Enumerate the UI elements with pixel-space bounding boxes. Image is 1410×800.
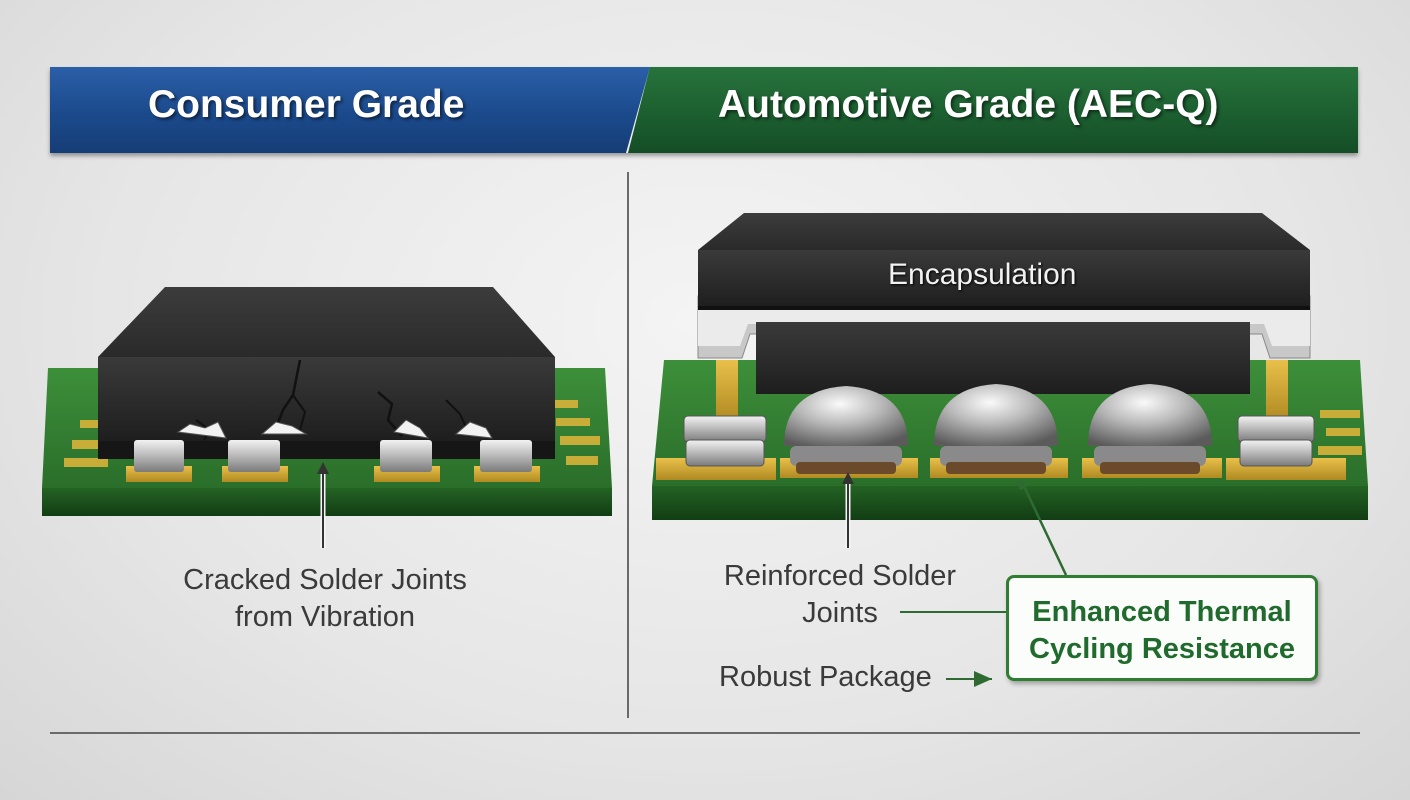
thermal-cycling-callout: Enhanced Thermal Cycling Resistance xyxy=(1006,575,1318,681)
bottom-divider xyxy=(50,732,1360,734)
solder-joints-label: Reinforced Solder Joints xyxy=(712,558,968,632)
automotive-grade-header: Automotive Grade (AEC-Q) xyxy=(628,67,1358,153)
robust-package-label: Robust Package xyxy=(719,661,932,693)
callout-line1: Enhanced Thermal xyxy=(1032,596,1292,628)
automotive-encapsulation xyxy=(697,213,1311,394)
consumer-caption-line2: from Vibration xyxy=(235,601,415,633)
consumer-grade-header: Consumer Grade xyxy=(50,67,650,153)
solder-joints-line1: Reinforced Solder xyxy=(723,560,957,592)
consumer-grade-title: Consumer Grade xyxy=(148,83,465,126)
thermal-callout-leader xyxy=(1020,481,1068,576)
consumer-caption: Cracked Solder Joints from Vibration xyxy=(160,562,490,636)
solder-pointer-arrowhead xyxy=(842,472,854,484)
callout-text: Enhanced Thermal Cycling Resistance xyxy=(1009,594,1315,668)
panel-divider xyxy=(627,172,629,718)
consumer-chip xyxy=(98,287,555,459)
automotive-side-leads xyxy=(683,360,1315,467)
automotive-grade-title: Automotive Grade (AEC-Q) xyxy=(718,83,1219,126)
solder-joints-line2: Joints xyxy=(802,597,878,629)
callout-line2: Cycling Resistance xyxy=(1029,633,1295,665)
header-banner: Consumer Grade Automotive Grade (AEC-Q) xyxy=(50,67,1358,153)
consumer-leads xyxy=(126,440,540,482)
consumer-caption-line1: Cracked Solder Joints xyxy=(183,564,467,596)
consumer-pointer-arrowhead xyxy=(317,462,329,474)
encapsulation-label: Encapsulation xyxy=(888,258,1077,291)
automotive-solder-balls xyxy=(784,384,1212,474)
thermal-callout-leader-head xyxy=(1016,478,1028,490)
